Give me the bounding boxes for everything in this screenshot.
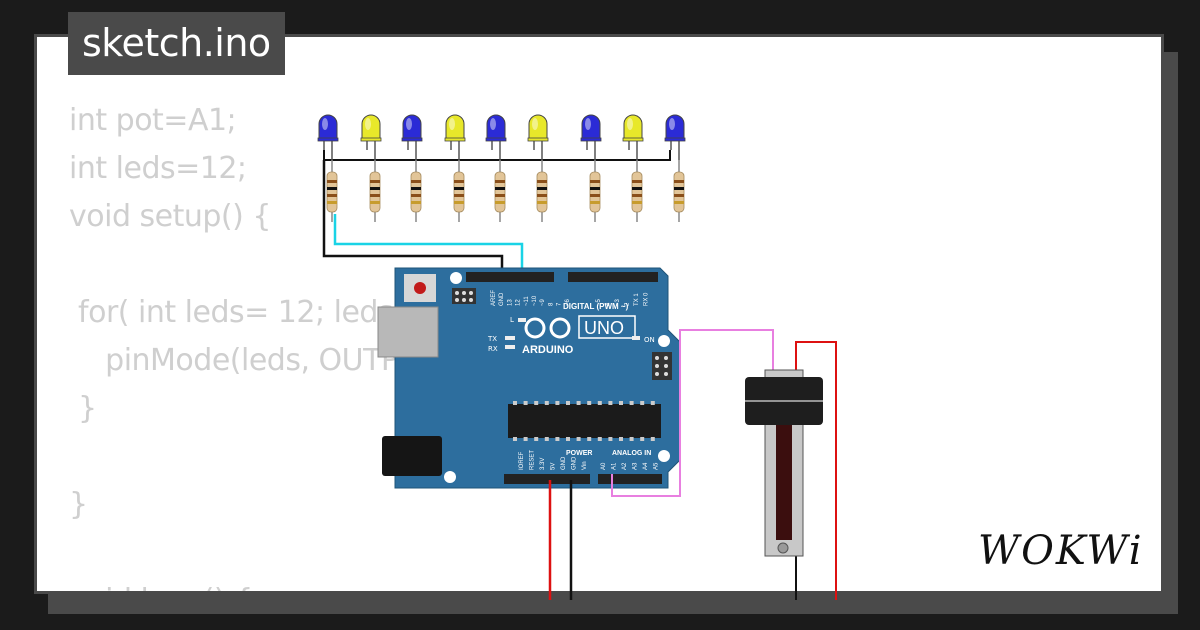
- pin-label: GND: [499, 292, 505, 306]
- digital-header-right: [568, 272, 658, 282]
- pin-label: IOREF: [519, 451, 525, 470]
- yellow-led: [527, 114, 549, 160]
- blue-led: [401, 114, 423, 160]
- pin-label: RX 0: [644, 292, 650, 306]
- pin-label: A0: [601, 462, 607, 470]
- resistor: [589, 160, 601, 222]
- resistor: [494, 160, 506, 222]
- blue-led: [664, 114, 686, 160]
- pin-label: A4: [643, 462, 649, 470]
- blue-led: [580, 114, 602, 160]
- code-line: int leds=12;: [69, 151, 247, 186]
- resistor: [410, 160, 422, 222]
- gnd-wire: [322, 160, 504, 278]
- power-jack: [382, 436, 442, 476]
- pot-signal-wire: [611, 470, 681, 497]
- pin-label: TX 1: [634, 293, 640, 306]
- pin-label: AREF: [491, 290, 497, 306]
- resistor: [536, 160, 548, 222]
- pin-label: Vin: [582, 461, 588, 470]
- pin-label: GND: [561, 456, 567, 470]
- resistor: [631, 160, 643, 222]
- on-label: ON: [644, 336, 655, 344]
- pin-label: GND: [572, 456, 578, 470]
- slide-potentiometer[interactable]: [745, 369, 823, 557]
- pin-label: A5: [654, 462, 660, 470]
- code-line: int pot=A1;: [69, 103, 237, 138]
- pin-label: ~3: [615, 298, 621, 306]
- pin-label: A3: [633, 462, 639, 470]
- code-background: int pot=A1; int leds=12; void setup() { …: [69, 97, 438, 591]
- digital-label: DIGITAL (PWM ~): [563, 302, 629, 311]
- code-line: }: [69, 487, 88, 522]
- pin-label: RESET: [530, 450, 536, 470]
- pin-label: 2: [625, 302, 631, 306]
- tx-label: TX: [487, 335, 497, 343]
- code-line: }: [69, 391, 97, 426]
- pin-label: ~10: [532, 295, 538, 306]
- pin-label: ~9: [540, 298, 546, 306]
- pin-label: 3.3V: [540, 458, 546, 470]
- code-line: void setup() {: [69, 199, 271, 234]
- on-led: [632, 336, 640, 340]
- usb-port: [377, 306, 439, 358]
- arduino-infinity-logo-icon: [524, 317, 571, 339]
- pin-label: 8: [548, 302, 554, 306]
- sketch-title: sketch.ino: [68, 12, 285, 75]
- wokwi-logo: WOKWi: [978, 528, 1144, 574]
- power-label: POWER: [566, 450, 592, 457]
- pin-label: ~5: [596, 298, 602, 306]
- pot-vcc-wire: [795, 341, 837, 600]
- pin-label: 13: [507, 299, 513, 306]
- atmega-chip: [508, 404, 661, 438]
- power-header: [504, 474, 590, 484]
- pin-label: 12: [516, 299, 522, 306]
- rx-label: RX: [488, 345, 498, 353]
- blue-led: [317, 114, 339, 160]
- analog-label: ANALOG IN: [612, 450, 651, 457]
- analog-header: [598, 474, 662, 484]
- resistor: [673, 160, 685, 222]
- blue-led: [485, 114, 507, 160]
- yellow-led: [622, 114, 644, 160]
- resistor: [453, 160, 465, 222]
- pin-label: ~6: [565, 298, 571, 306]
- pin-label: A1: [612, 462, 618, 470]
- pin-label: 4: [606, 302, 612, 306]
- code-line: for( int leds= 12; leds: [69, 295, 394, 330]
- l-label: L: [510, 316, 514, 324]
- yellow-led: [360, 114, 382, 160]
- arduino-brand: ARDUINO: [522, 344, 574, 356]
- uno-model: UNO: [584, 318, 624, 338]
- resistor: [326, 160, 338, 222]
- digital-header-left: [466, 272, 554, 282]
- code-line: id loop() {: [69, 583, 253, 591]
- led-row: [317, 114, 686, 222]
- signal-wire: [333, 214, 524, 278]
- reset-button[interactable]: [414, 282, 426, 294]
- resistor: [369, 160, 381, 222]
- pin-label: 7: [557, 302, 563, 306]
- pin-label: ~11: [524, 296, 530, 306]
- pin-label: 5V: [551, 463, 557, 470]
- yellow-led: [444, 114, 466, 160]
- pin-label: A2: [622, 462, 628, 470]
